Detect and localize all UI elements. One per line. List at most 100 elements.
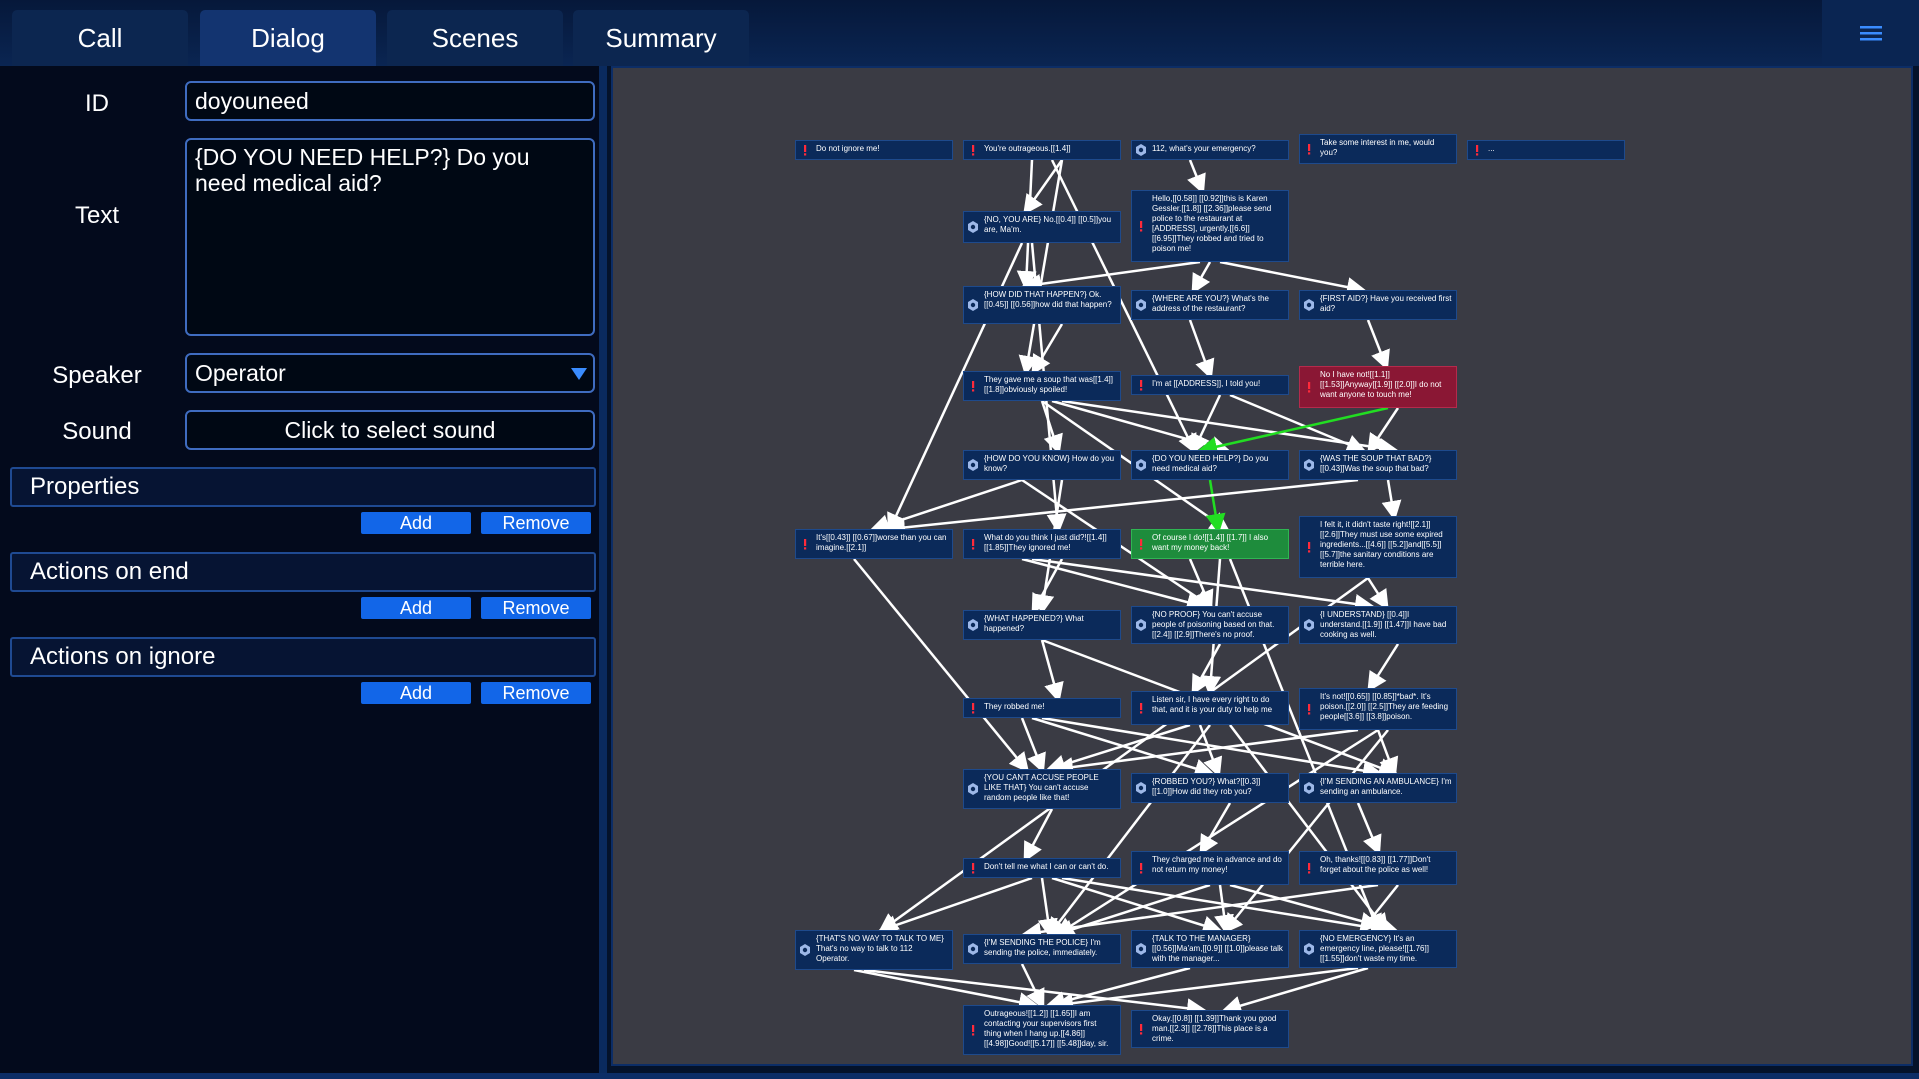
node-text: I felt it, it didn't taste right![[2.1]]… <box>1320 520 1443 569</box>
caller-dialog-node[interactable]: Take some interest in me, would you? <box>1299 134 1457 164</box>
node-text: It's not![[0.65]] [[0.85]]*bad*. It's po… <box>1320 692 1449 721</box>
caller-dialog-node[interactable]: It's not![[0.65]] [[0.85]]*bad*. It's po… <box>1299 688 1457 730</box>
caller-dialog-node[interactable]: Outrageous![[1.2]] [[1.65]]I am contacti… <box>963 1005 1121 1055</box>
caller-dialog-node[interactable]: What do you think I just did?![[1.4]] [[… <box>963 529 1121 559</box>
caller-dialog-node[interactable]: Of course I do![[1.4]] [[1.7]] I also wa… <box>1131 529 1289 559</box>
graph-edge <box>1366 319 1390 371</box>
operator-dialog-node[interactable]: {WHERE ARE YOU?} What's the address of t… <box>1131 290 1289 320</box>
section-title: Actions on ignore <box>30 643 216 670</box>
caller-dialog-node[interactable]: Hello,[[0.58]] [[0.92]]this is Karen Ges… <box>1131 190 1289 262</box>
operator-dialog-node[interactable]: {TALK TO THE MANAGER} [[0.56]]Ma'am,[[0.… <box>1131 930 1289 968</box>
operator-dialog-node[interactable]: {I'M SENDING THE POLICE} I'm sending the… <box>963 934 1121 964</box>
dialog-graph-canvas[interactable]: Do not ignore me! You're outrageous.[[1.4… <box>611 66 1913 1066</box>
node-text: {HOW DID THAT HAPPEN?} Ok.[[0.45]] [[0.5… <box>984 290 1112 309</box>
tab-scenes[interactable]: Scenes <box>387 10 563 66</box>
caller-dialog-node[interactable]: I'm at [[ADDRESS]], I told you! <box>1131 375 1289 395</box>
actions-on-ignore-remove-button[interactable]: Remove <box>481 682 591 704</box>
caller-dialog-node[interactable]: They charged me in advance and do not re… <box>1131 851 1289 885</box>
operator-icon <box>968 299 978 311</box>
caller-dialog-node[interactable]: Do not ignore me! <box>795 140 953 160</box>
node-text: I'm at [[ADDRESS]], I told you! <box>1152 379 1261 388</box>
select-sound-button[interactable]: Click to select sound <box>185 410 595 450</box>
exclamation-icon <box>1140 380 1143 391</box>
operator-icon <box>968 943 978 955</box>
graph-edge <box>1053 966 1359 1014</box>
properties-add-button[interactable]: Add <box>361 512 471 534</box>
node-text: {NO PROOF} You can't accuse people of po… <box>1152 610 1275 639</box>
operator-dialog-node[interactable]: {HOW DID THAT HAPPEN?} Ok.[[0.45]] [[0.5… <box>963 286 1121 324</box>
operator-dialog-node[interactable]: {THAT'S NO WAY TO TALK TO ME} That's no … <box>795 930 953 970</box>
graph-edge <box>1188 558 1214 611</box>
caller-dialog-node[interactable]: ... <box>1467 140 1625 160</box>
caller-dialog-node[interactable]: No I have not![[1.1]] [[1.53]]Anyway[[1.… <box>1299 366 1457 408</box>
graph-edge <box>1191 261 1212 295</box>
top-bar: Call Dialog Scenes Summary <box>0 0 1919 66</box>
caller-dialog-node[interactable]: Listen sir, I have every right to do tha… <box>1131 691 1289 725</box>
operator-dialog-node[interactable]: {ROBBED YOU?} What?[[0.3]] [[1.0]]How di… <box>1131 773 1289 803</box>
graph-edge <box>1229 393 1367 454</box>
exclamation-icon <box>1476 145 1479 156</box>
id-label: ID <box>85 90 109 117</box>
node-text: {THAT'S NO WAY TO TALK TO ME} That's no … <box>816 934 944 963</box>
operator-dialog-node[interactable]: {HOW DO YOU KNOW} How do you know? <box>963 450 1121 480</box>
speaker-select[interactable]: Operator <box>185 353 595 393</box>
caller-dialog-node[interactable]: I felt it, it didn't taste right![[2.1]]… <box>1299 516 1457 578</box>
exclamation-icon <box>804 539 807 550</box>
tab-dialog[interactable]: Dialog <box>200 10 376 66</box>
exclamation-icon <box>972 703 975 714</box>
caller-dialog-node[interactable]: Oh, thanks![[0.83]] [[1.77]]Don't forget… <box>1299 851 1457 885</box>
actions-on-end-add-button[interactable]: Add <box>361 597 471 619</box>
operator-icon <box>968 221 978 233</box>
operator-dialog-node[interactable]: {DO YOU NEED HELP?} Do you need medical … <box>1131 450 1289 480</box>
text-label: Text <box>74 202 119 229</box>
node-text: {WAS THE SOUP THAT BAD?} [[0.43]]Was the… <box>1320 454 1432 473</box>
caller-dialog-node[interactable]: Okay.[[0.8]] [[1.39]]Thank you good man.… <box>1131 1010 1289 1048</box>
graph-edge <box>1050 159 1197 455</box>
caller-dialog-node[interactable]: They robbed me! <box>963 698 1121 718</box>
node-text: They charged me in advance and do not re… <box>1152 855 1282 874</box>
properties-remove-button[interactable]: Remove <box>481 512 591 534</box>
hamburger-menu-icon <box>1859 26 1882 41</box>
tab-call[interactable]: Call <box>12 10 188 66</box>
caller-dialog-node[interactable]: Don't tell me what I can or can't do. <box>963 858 1121 878</box>
node-text: They robbed me! <box>984 702 1045 711</box>
node-text: ... <box>1488 144 1495 153</box>
operator-dialog-node[interactable]: {FIRST AID?} Have you received first aid… <box>1299 290 1457 320</box>
actions-on-end-remove-button[interactable]: Remove <box>481 597 591 619</box>
node-text: {I'M SENDING THE POLICE} I'm sending the… <box>984 938 1101 957</box>
graph-edge <box>1367 643 1400 693</box>
exclamation-icon <box>1140 221 1143 232</box>
exclamation-icon <box>972 539 975 550</box>
operator-icon <box>968 783 978 795</box>
tab-summary[interactable]: Summary <box>573 10 749 66</box>
operator-dialog-node[interactable]: {NO PROOF} You can't accuse people of po… <box>1131 606 1289 644</box>
caller-dialog-node[interactable]: It's[[0.43]] [[0.67]]worse than you can … <box>795 529 953 559</box>
actions-on-end-section: Actions on end <box>10 552 596 592</box>
menu-button[interactable] <box>1822 0 1919 66</box>
graph-edge <box>1018 159 1064 376</box>
node-text: {TALK TO THE MANAGER} [[0.56]]Ma'am,[[0.… <box>1152 934 1283 963</box>
graph-edge <box>1021 883 1379 942</box>
operator-dialog-node[interactable]: {NO, YOU ARE} No.[[0.4]] [[0.5]]you are,… <box>963 211 1121 243</box>
operator-dialog-node[interactable]: {I UNDERSTAND} [[0.4]]I understand.[[1.9… <box>1299 606 1457 644</box>
operator-icon <box>1304 299 1314 311</box>
id-input[interactable] <box>185 81 595 121</box>
caller-dialog-node[interactable]: They gave me a soup that was[[1.4]] [[1.… <box>963 371 1121 401</box>
operator-icon <box>1136 144 1146 156</box>
operator-dialog-node[interactable]: {WHAT HAPPENED?} What happened? <box>963 610 1121 640</box>
section-title: Properties <box>30 473 140 500</box>
graph-edge <box>1199 802 1232 856</box>
actions-on-ignore-add-button[interactable]: Add <box>361 682 471 704</box>
graph-edge <box>1040 639 1064 703</box>
operator-dialog-node[interactable]: {NO EMERGENCY} It's an emergency line, p… <box>1299 930 1457 968</box>
operator-dialog-node[interactable]: {WAS THE SOUP THAT BAD?} [[0.43]]Was the… <box>1299 450 1457 480</box>
node-text: {DO YOU NEED HELP?} Do you need medical … <box>1152 454 1269 473</box>
text-area[interactable]: {DO YOU NEED HELP?} Do you need medical … <box>185 138 595 336</box>
exclamation-icon <box>1308 542 1311 553</box>
operator-dialog-node[interactable]: {I'M SENDING AN AMBULANCE} I'm sending a… <box>1299 773 1457 803</box>
graph-edge <box>1021 260 1201 294</box>
caller-dialog-node[interactable]: You're outrageous.[[1.4]] <box>963 140 1121 160</box>
exclamation-icon <box>972 381 975 392</box>
operator-dialog-node[interactable]: {YOU CAN'T ACCUSE PEOPLE LIKE THAT} You … <box>963 769 1121 809</box>
operator-dialog-node[interactable]: 112, what's your emergency? <box>1131 140 1289 160</box>
